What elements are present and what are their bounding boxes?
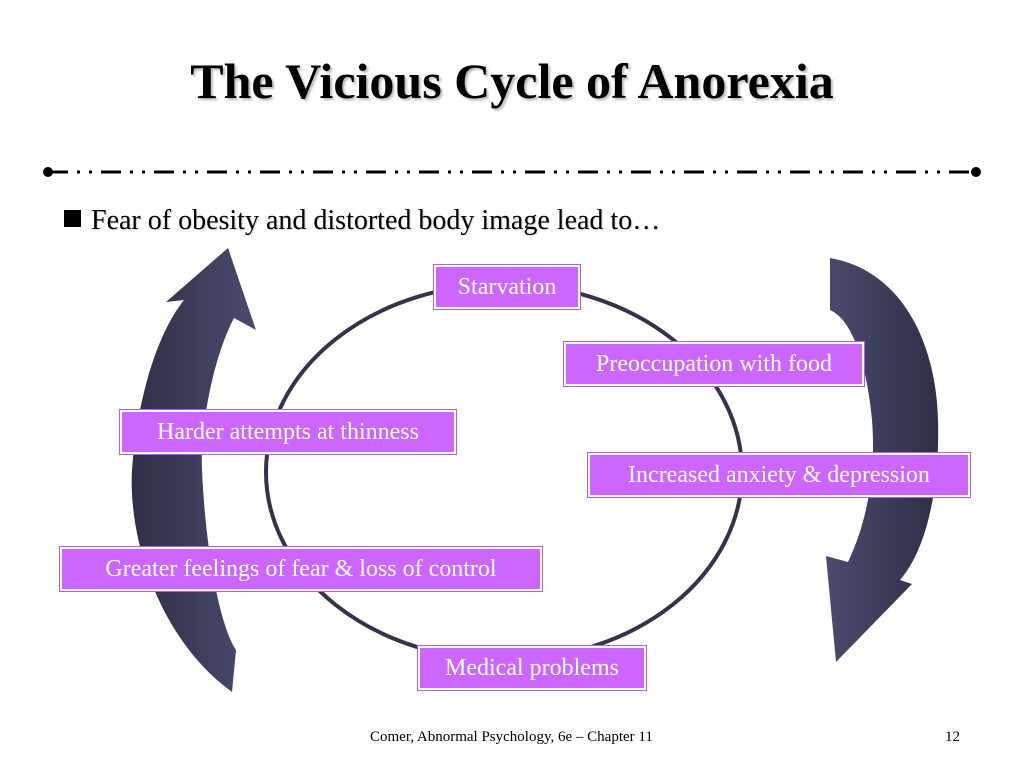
step-greater-fear-loss-of-control: Greater feelings of fear & loss of contr… xyxy=(60,547,542,591)
square-bullet-icon xyxy=(64,210,81,227)
page-number: 12 xyxy=(945,729,960,745)
left-curved-arrow-icon xyxy=(131,248,256,692)
step-medical-problems: Medical problems xyxy=(418,646,646,690)
dash-dot-divider xyxy=(43,167,981,177)
slide-title: The Vicious Cycle of Anorexia xyxy=(190,53,834,109)
step-preoccupation-with-food: Preoccupation with food xyxy=(564,342,864,386)
bullet-item: Fear of obesity and distorted body image… xyxy=(64,205,660,237)
step-harder-attempts-at-thinness: Harder attempts at thinness xyxy=(120,410,456,454)
footer-citation: Comer, Abnormal Psychology, 6e – Chapter… xyxy=(370,729,653,745)
step-increased-anxiety-depression: Increased anxiety & depression xyxy=(588,453,970,497)
step-starvation: Starvation xyxy=(434,265,580,309)
bullet-text: Fear of obesity and distorted body image… xyxy=(91,205,661,236)
